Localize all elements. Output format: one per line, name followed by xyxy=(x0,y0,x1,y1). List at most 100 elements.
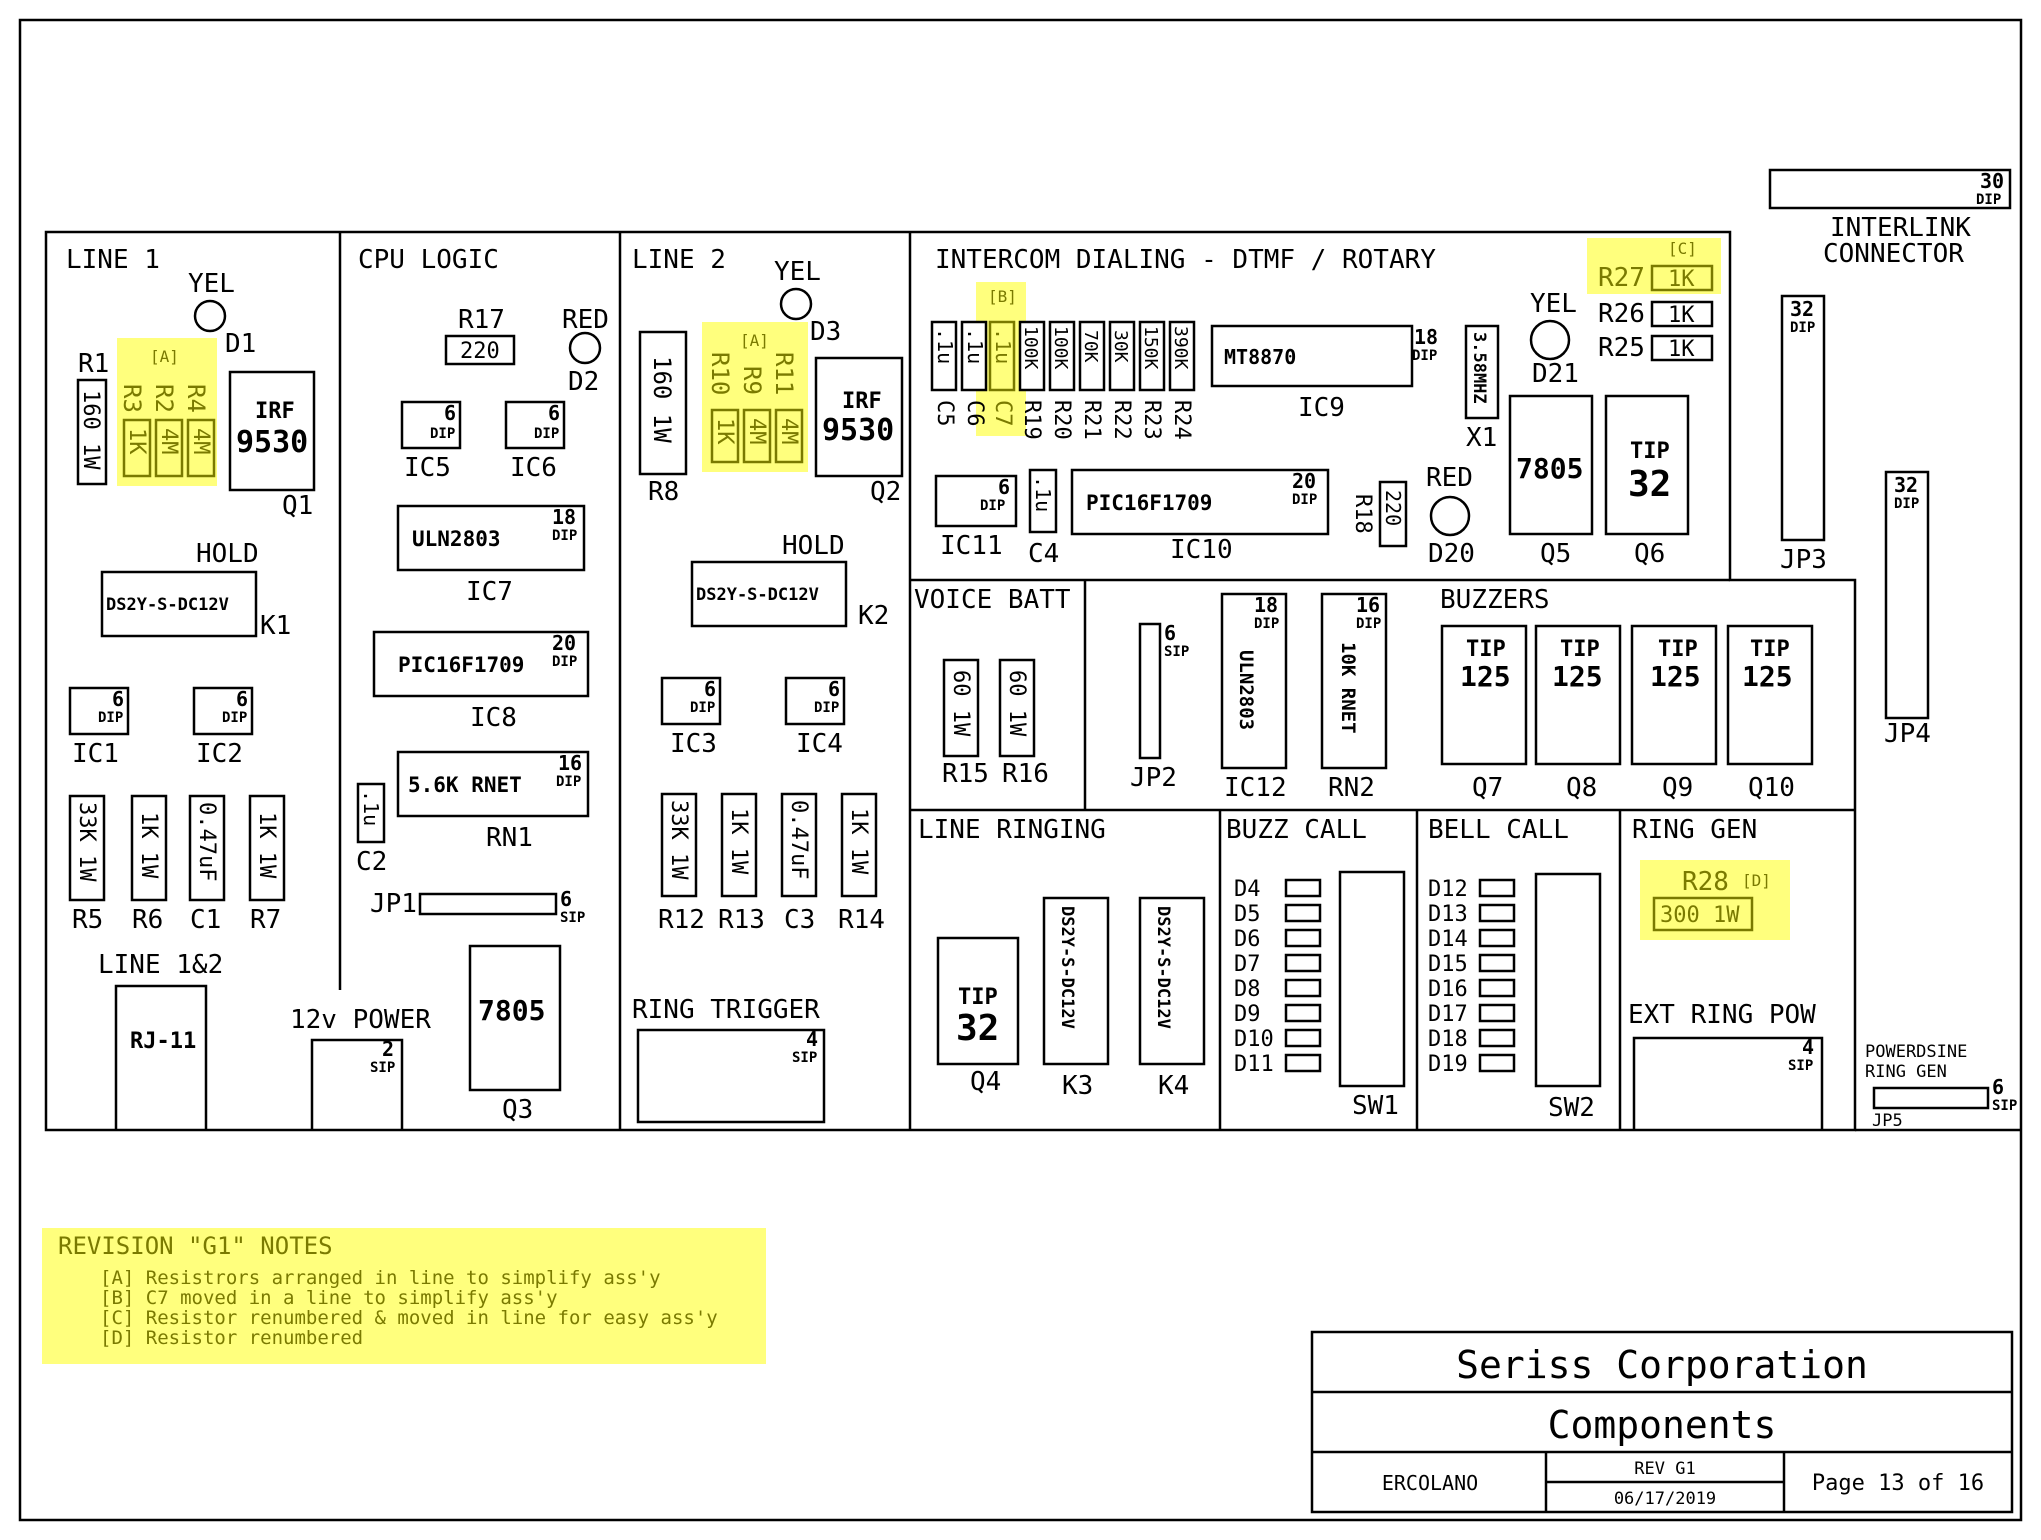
ic8-pins: 20 xyxy=(552,631,576,655)
resistor-r10 xyxy=(710,408,740,464)
label-sw1: SW1 xyxy=(1352,1091,1399,1121)
label-c2: C2 xyxy=(356,847,387,877)
ic12-pins: 18 xyxy=(1254,593,1278,617)
ic-ic2 xyxy=(192,686,254,736)
value-r11: 4M xyxy=(776,418,801,445)
mark-a-line2: [A] xyxy=(740,331,769,350)
q1-type: IRF xyxy=(255,399,295,424)
label-c4: C4 xyxy=(1028,539,1059,569)
label-d1: D1 xyxy=(225,329,256,359)
label-r19: R19 xyxy=(1019,400,1044,440)
jp5-pins: 6 xyxy=(1992,1075,2004,1099)
section-12v-power: 12v POWER xyxy=(290,1005,431,1035)
q9-number: 125 xyxy=(1650,660,1701,693)
label-buzz-diode: D7 xyxy=(1234,952,1261,977)
value-r17: 220 xyxy=(460,339,500,364)
jp3-dip: DIP xyxy=(1790,320,1815,336)
mark-a-line1: [A] xyxy=(150,347,179,366)
ic7-type: ULN2803 xyxy=(412,527,501,551)
label-bell-diode: D17 xyxy=(1428,1002,1468,1027)
transistor-q6 xyxy=(1604,394,1690,536)
resistor-r26 xyxy=(1650,300,1714,328)
rn2-pins: 16 xyxy=(1356,593,1380,617)
jp4-dip: DIP xyxy=(1894,496,1919,512)
label-jp2: JP2 xyxy=(1130,763,1177,793)
ic2-dip: DIP xyxy=(222,710,247,726)
label-buzz-diode: D9 xyxy=(1234,1002,1261,1027)
section-interlink-1: INTERLINK xyxy=(1830,213,1971,243)
label-yel: YEL xyxy=(188,269,235,299)
section-powerdsine-1: POWERDSINE xyxy=(1865,1042,1967,1062)
page-number: Page 13 of 16 xyxy=(1812,1471,1984,1496)
value-r20: 100K xyxy=(1050,326,1071,370)
value-c6: .1u xyxy=(963,328,987,364)
label-ic6: IC6 xyxy=(510,453,557,483)
label-r7: R7 xyxy=(250,905,281,935)
resistor-r17 xyxy=(444,334,516,366)
ic12-dip: DIP xyxy=(1254,616,1279,632)
label-d20: D20 xyxy=(1428,539,1475,569)
label-c6: C6 xyxy=(962,400,987,427)
section-line12: LINE 1&2 xyxy=(98,950,223,980)
x1-value: 3.58MHZ xyxy=(1469,332,1489,404)
ic-ic8 xyxy=(372,630,590,698)
q1-number: 9530 xyxy=(236,425,308,460)
value-c1: 0.47uF xyxy=(194,802,219,881)
header-jp3 xyxy=(1780,294,1826,542)
buzz-diode xyxy=(1284,1028,1322,1048)
value-r18: 220 xyxy=(1381,490,1405,526)
label-d2: D2 xyxy=(568,367,599,397)
resistor-r18 xyxy=(1378,480,1408,548)
label-c7: C7 xyxy=(990,400,1015,427)
transistor-q4 xyxy=(936,936,1020,1066)
rt-sip: SIP xyxy=(792,1050,817,1066)
note-item: [A] Resistrors arranged in line to simpl… xyxy=(100,1267,661,1289)
resistor-r13 xyxy=(720,792,758,898)
label-r24: R24 xyxy=(1169,400,1194,440)
relay-k1 xyxy=(100,570,258,638)
section-cpu-logic: CPU LOGIC xyxy=(358,245,499,275)
resistor-r24 xyxy=(1168,320,1196,392)
value-r13: 1K 1W xyxy=(726,808,751,875)
jp1-sip: SIP xyxy=(560,910,585,926)
resistor-r14 xyxy=(840,792,878,898)
label-rn2: RN2 xyxy=(1328,773,1375,803)
revision: REV G1 xyxy=(1634,1459,1695,1479)
header-jp1 xyxy=(418,892,558,916)
ic9-type: MT8870 xyxy=(1224,345,1296,369)
label-r22: R22 xyxy=(1109,400,1134,440)
ic10-dip: DIP xyxy=(1292,492,1317,508)
transistor-q2 xyxy=(814,356,904,478)
label-yel-d3: YEL xyxy=(774,257,821,287)
resistor-r22 xyxy=(1108,320,1136,392)
label-k4: K4 xyxy=(1158,1071,1189,1101)
capacitor-c1 xyxy=(188,794,226,902)
bell-diode xyxy=(1478,928,1516,948)
label-ic10: IC10 xyxy=(1170,535,1233,565)
rn2-type: 10K RNET xyxy=(1337,642,1359,734)
value-r9: 4M xyxy=(744,418,769,445)
ic10-pins: 20 xyxy=(1292,469,1316,493)
value-r16: 60 1W xyxy=(1004,670,1029,737)
label-r15: R15 xyxy=(942,759,989,789)
pwr-pins: 2 xyxy=(382,1037,394,1061)
label-hold-2: HOLD xyxy=(782,531,845,561)
value-r28: 300 1W xyxy=(1660,903,1740,928)
buzzer-transistors: TIP 125 Q7 TIP 125 Q8 TIP 125 Q9 TIP 125… xyxy=(1440,624,1814,803)
resistor-r12 xyxy=(660,792,698,898)
label-r17: R17 xyxy=(458,305,505,335)
label-q6: Q6 xyxy=(1634,539,1665,569)
bell-diode xyxy=(1478,978,1516,998)
connector-rj11 xyxy=(114,984,208,1130)
resistor-r15 xyxy=(942,658,980,758)
value-r19: 100K xyxy=(1020,326,1041,370)
resistor-r8 xyxy=(638,330,688,476)
resistor-r19 xyxy=(1018,320,1046,392)
label-d21: D21 xyxy=(1532,359,1579,389)
label-yel-d21: YEL xyxy=(1530,289,1577,319)
label-k1: K1 xyxy=(260,611,291,641)
rn1-pins: 16 xyxy=(558,751,582,775)
section-buzzers: BUZZERS xyxy=(1440,585,1550,615)
